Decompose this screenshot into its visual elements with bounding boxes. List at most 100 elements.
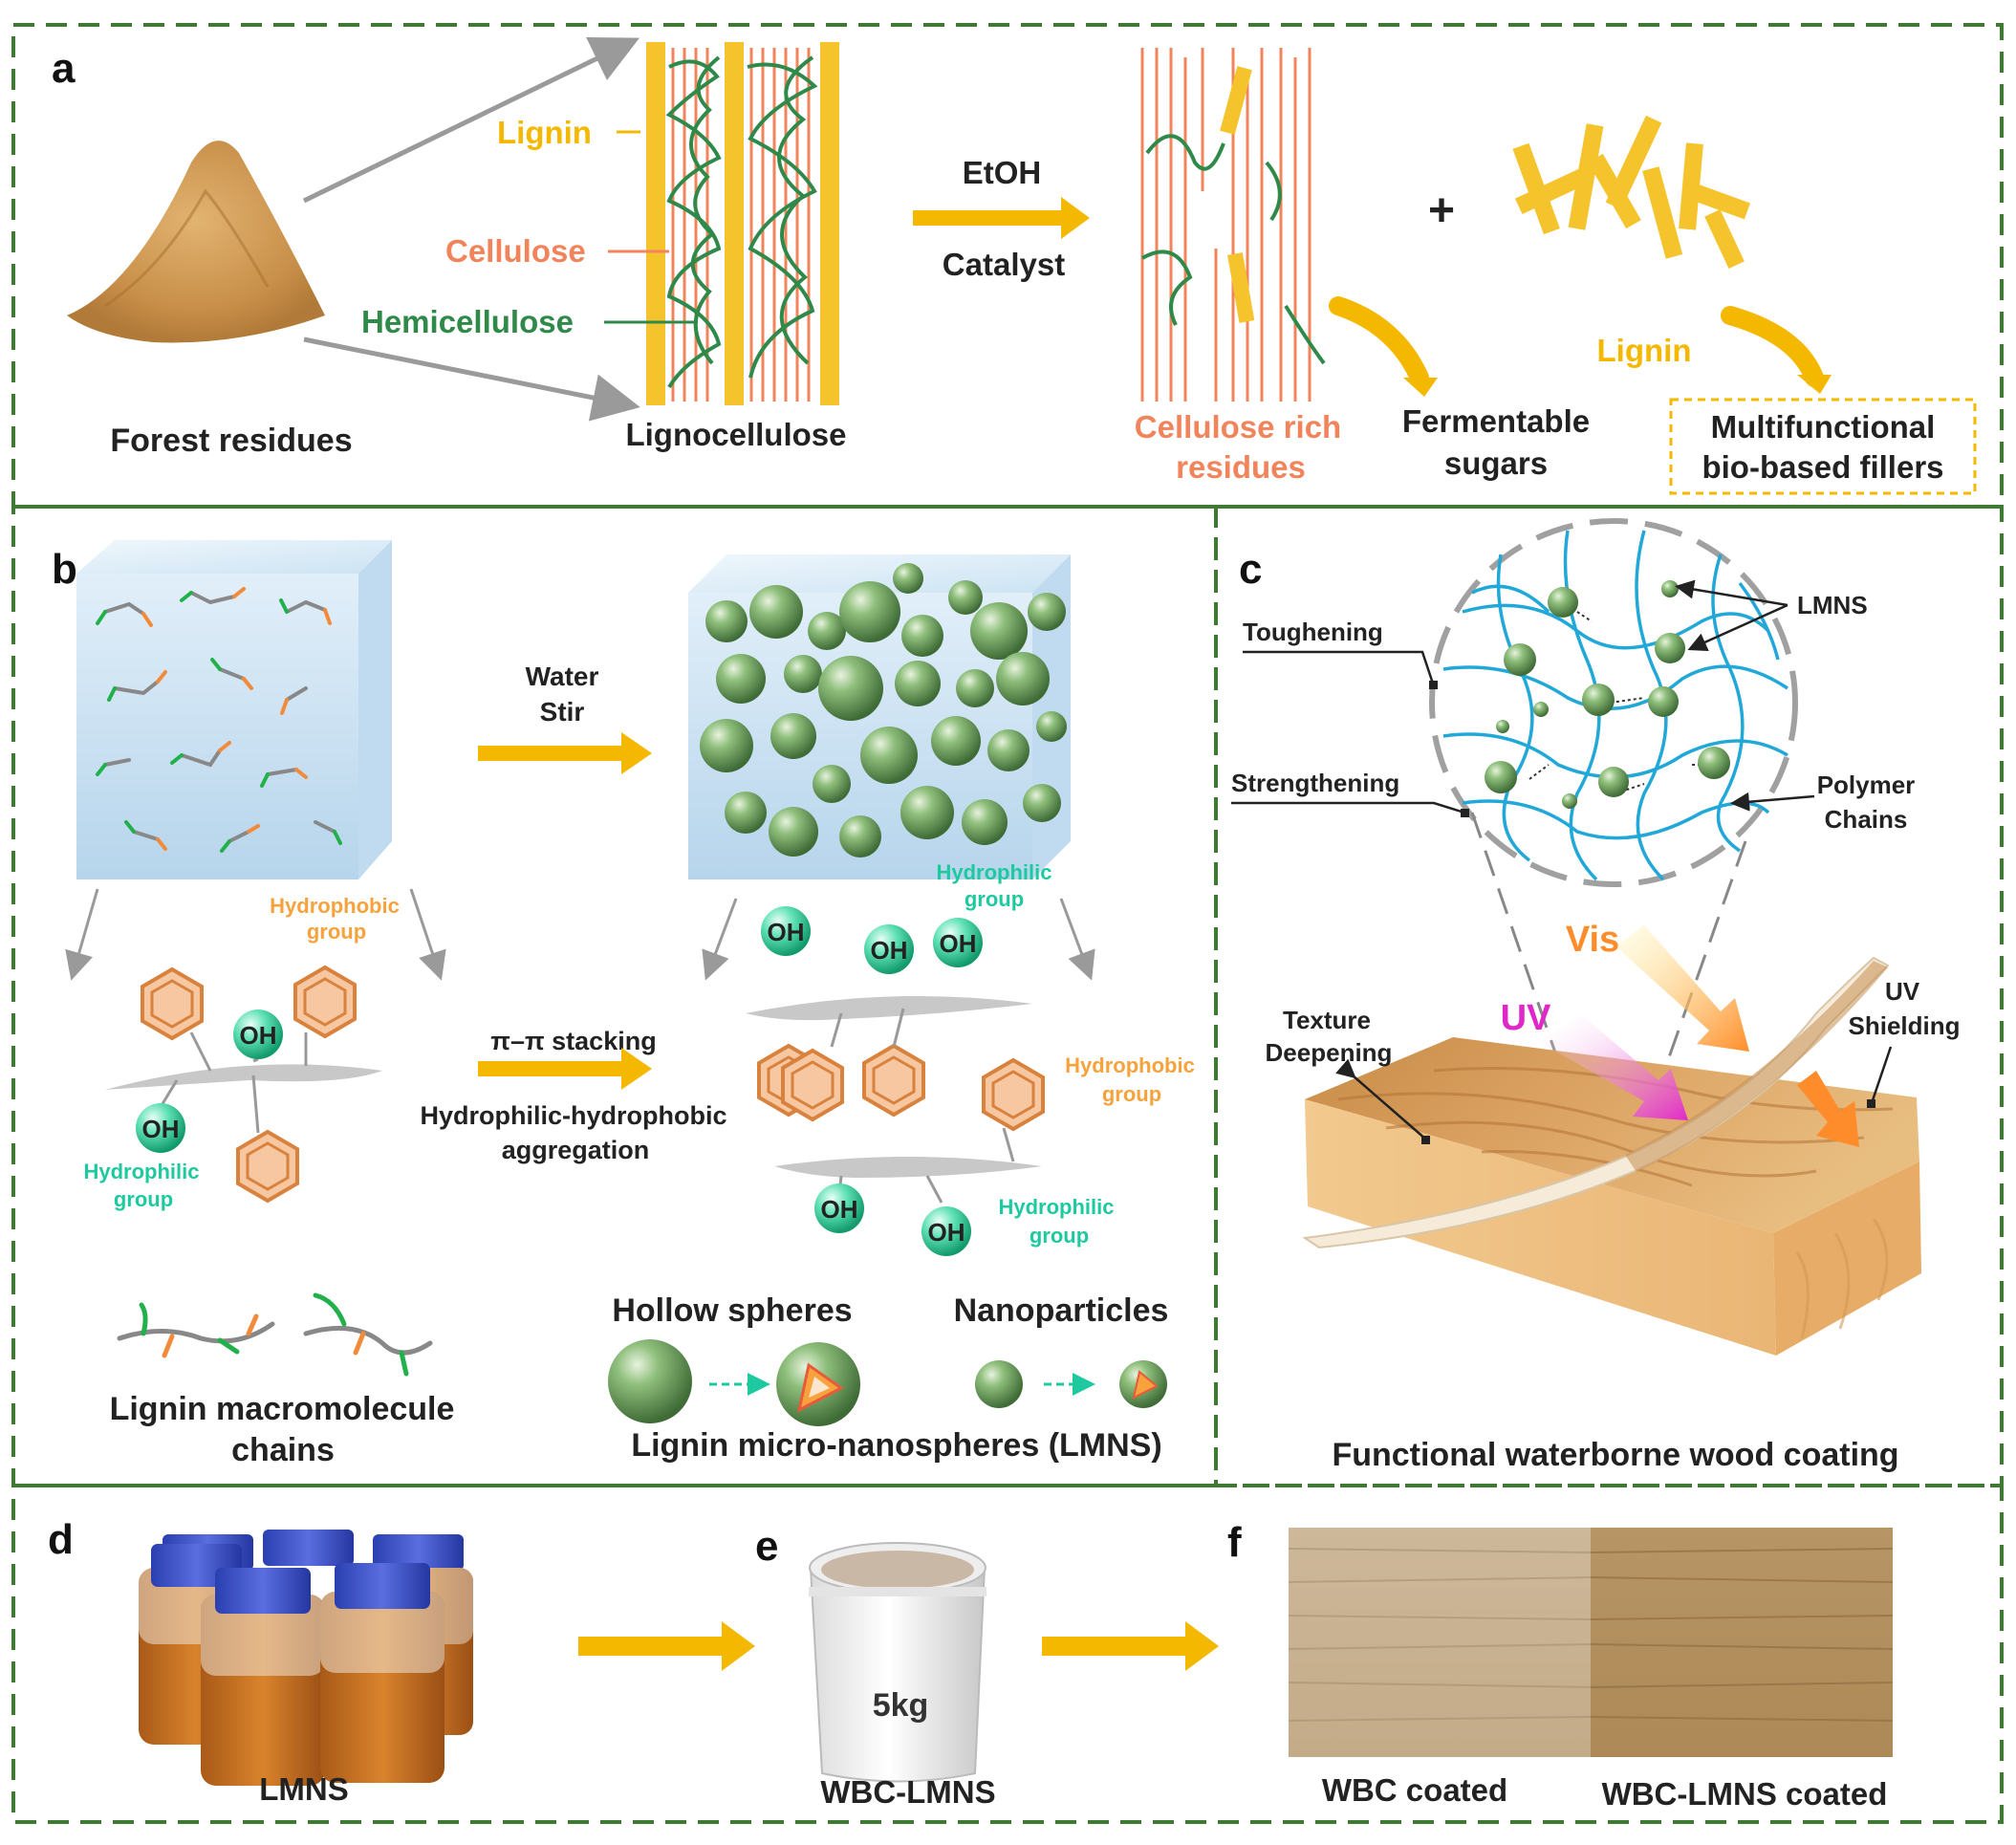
polymer-network-zoom xyxy=(1429,518,1798,887)
lignin-label: Lignin xyxy=(497,115,592,150)
polymer-chains-pointer xyxy=(1730,792,1815,812)
texture-deepening-label-1: Texture xyxy=(1283,1006,1371,1034)
process-arrow xyxy=(913,197,1090,239)
panel-frames xyxy=(11,23,2004,1824)
nanoparticle-icon xyxy=(975,1360,1023,1408)
panel-d: d LMNS xyxy=(48,1516,755,1807)
hydrophobic-label-left-2: group xyxy=(307,920,366,944)
aggregation-label-2: aggregation xyxy=(502,1136,650,1164)
lmns-bottles-label: LMNS xyxy=(259,1771,349,1807)
bucket-weight-label: 5kg xyxy=(873,1687,929,1724)
lmns-pointer-2 xyxy=(1687,603,1788,651)
filler-arrow-head xyxy=(1797,375,1832,394)
oh-group-right-5: OH xyxy=(921,1206,971,1256)
lignin-chains-label-1: Lignin macromolecule xyxy=(110,1391,455,1427)
panel-f: f WBC coated WBC-LMNS coated xyxy=(1227,1519,1894,1812)
coating-bucket-photo xyxy=(809,1542,986,1783)
fermentable-label-1: Fermentable xyxy=(1402,403,1590,439)
stacking-arrow xyxy=(478,1048,652,1090)
lmns-pointer-1 xyxy=(1675,579,1788,607)
uv-shielding-pointer-end xyxy=(1867,1099,1875,1108)
strengthening-label: Strengthening xyxy=(1231,769,1399,797)
lmns-suspension-cube xyxy=(688,554,1071,879)
vis-label: Vis xyxy=(1566,920,1619,960)
oh-group-right-1: OH xyxy=(761,906,811,956)
oh-group-left-2: OH xyxy=(136,1103,185,1153)
visible-light-beam xyxy=(1615,925,1859,1147)
uv-shielding-label-1: UV xyxy=(1885,977,1920,1006)
panel-c-caption: Functional waterborne wood coating xyxy=(1332,1437,1898,1473)
bottles-to-bucket-arrow xyxy=(578,1621,755,1671)
nanoparticle-section-icon xyxy=(1119,1360,1167,1408)
fillers-label-2: bio-based fillers xyxy=(1702,449,1943,485)
hydrophilic-label-top-1: Hydrophilic xyxy=(936,860,1051,884)
bucket-to-panel-arrow xyxy=(1042,1621,1219,1671)
lignin-chains-label-2: chains xyxy=(231,1432,335,1468)
oh-group-right-2: OH xyxy=(864,924,914,974)
lignin-solution-cube xyxy=(76,540,392,879)
oh-text: OH xyxy=(142,1115,180,1143)
cellulose-rich-label-2: residues xyxy=(1176,449,1306,485)
plus-sign: + xyxy=(1428,185,1455,236)
toughening-pointer-end xyxy=(1429,681,1438,689)
cellulose-rich-label-1: Cellulose rich xyxy=(1135,409,1341,445)
stir-label: Stir xyxy=(540,697,585,727)
hollow-sphere-section-icon xyxy=(776,1342,860,1426)
oh-group-right-4: OH xyxy=(814,1183,864,1233)
uv-label: UV xyxy=(1501,998,1551,1038)
wbc-coated-label: WBC coated xyxy=(1322,1772,1507,1808)
fermentation-arrow-head xyxy=(1403,378,1438,397)
hydrophobic-label-left-1: Hydrophobic xyxy=(270,894,400,918)
polymer-chains-label-2: Chains xyxy=(1825,805,1908,834)
panel-b: b xyxy=(52,540,1195,1468)
oh-text: OH xyxy=(768,918,805,946)
texture-pointer-end xyxy=(1421,1136,1430,1144)
zoom-arrow-bottom xyxy=(303,336,640,422)
panel-def-frame xyxy=(11,1484,2004,1824)
forest-residues-label: Forest residues xyxy=(110,423,352,459)
hydrophobic-label-right-1: Hydrophobic xyxy=(1065,1053,1195,1077)
wbc-lmns-coated-label: WBC-LMNS coated xyxy=(1602,1776,1888,1812)
texture-pointer xyxy=(1335,1058,1427,1140)
fillers-label-1: Multifunctional xyxy=(1711,409,1936,445)
strengthening-pointer xyxy=(1231,801,1465,814)
panel-f-letter: f xyxy=(1227,1519,1242,1566)
oh-text: OH xyxy=(928,1218,965,1247)
panel-a-letter: a xyxy=(52,45,76,92)
oh-text: OH xyxy=(240,1021,277,1050)
pi-stacking-label: π–π stacking xyxy=(490,1027,656,1055)
wbc-lmns-label: WBC-LMNS xyxy=(820,1774,995,1810)
hemicellulose-label: Hemicellulose xyxy=(361,304,574,339)
water-stir-arrow xyxy=(478,732,652,774)
oh-text: OH xyxy=(821,1195,858,1224)
hydrophilic-label-right-2: group xyxy=(1030,1224,1089,1248)
lignocellulose-structure xyxy=(646,42,839,405)
nanoparticles-label: Nanoparticles xyxy=(954,1292,1169,1329)
filler-arrow xyxy=(1721,306,1824,387)
hydrophobic-label-right-2: group xyxy=(1102,1082,1161,1106)
hollow-sphere-icon xyxy=(608,1339,692,1423)
uv-shielding-pointer xyxy=(1870,1046,1893,1104)
cellulose-label: Cellulose xyxy=(445,233,586,269)
panel-e-letter: e xyxy=(755,1523,778,1570)
lmns-full-label: Lignin micro-nanospheres (LMNS) xyxy=(631,1427,1161,1464)
lmns-label: LMNS xyxy=(1797,591,1868,619)
oh-text: OH xyxy=(871,936,908,965)
uv-shielding-label-2: Shielding xyxy=(1849,1011,1961,1040)
toughening-label: Toughening xyxy=(1243,618,1383,646)
panel-d-letter: d xyxy=(48,1516,74,1563)
catalyst-label: Catalyst xyxy=(943,247,1065,282)
zoom-arrows-b xyxy=(65,888,1095,981)
polymer-chains-label-1: Polymer xyxy=(1817,771,1916,799)
panel-a: a Forest residues xyxy=(52,36,1977,495)
hydrophilic-label-right-1: Hydrophilic xyxy=(998,1195,1114,1219)
etoh-label: EtOH xyxy=(963,155,1042,190)
aggregated-molecule-detail xyxy=(746,996,1045,1204)
hydrophilic-label-left-1: Hydrophilic xyxy=(83,1160,199,1183)
toughening-pointer xyxy=(1243,650,1436,687)
wood-block-illustration xyxy=(1302,956,1921,1356)
coated-wood-panels-photo xyxy=(1288,1528,1894,1757)
strengthening-pointer-end xyxy=(1461,809,1469,817)
cellulose-rich-residue-drawing xyxy=(1140,48,1326,402)
lignin-chain-icons xyxy=(117,1292,433,1377)
